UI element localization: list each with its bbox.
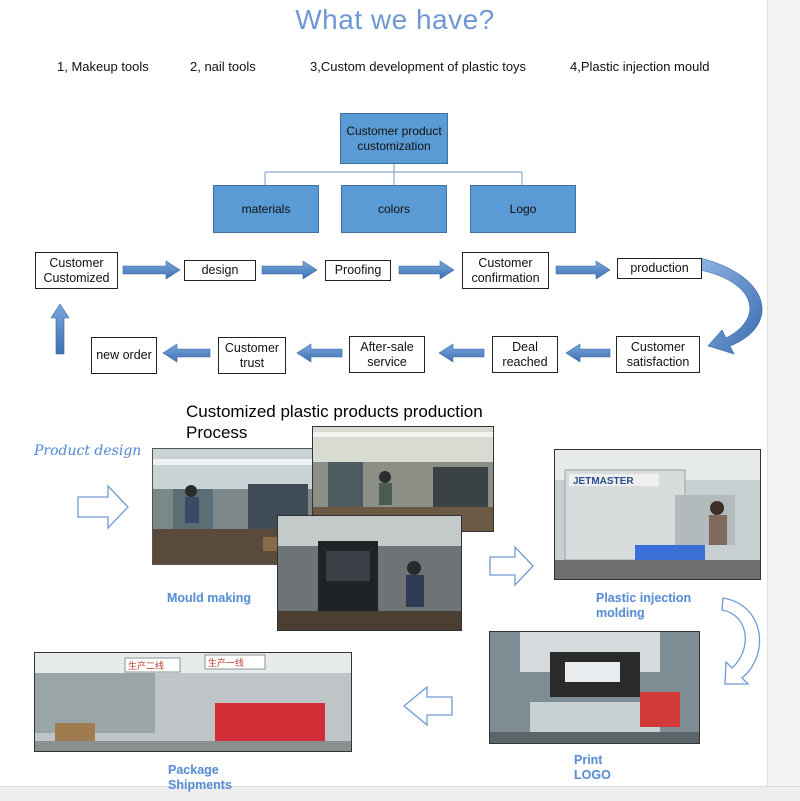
category-plastic-toys: 3,Custom development of plastic toys <box>310 59 527 74</box>
category-makeup-tools: 1, Makeup tools <box>57 59 149 74</box>
tree-connector-lines <box>264 164 523 185</box>
hollow-arrow-right-1 <box>77 484 129 530</box>
flow-deal-reached: Deal reached <box>492 336 558 373</box>
category-injection-mould: 4,Plastic injection mould <box>570 59 710 74</box>
photo-pad-printing <box>489 631 700 744</box>
page-title: What we have? <box>295 4 495 35</box>
flow-design: design <box>184 260 256 281</box>
flow-new-order: new order <box>91 337 157 374</box>
photo-cnc-machine <box>277 515 462 631</box>
step-product-design: Product design <box>34 443 142 459</box>
arrow-left-3 <box>296 343 343 363</box>
page-bottom-strip <box>0 786 800 801</box>
arrow-left-2 <box>438 343 485 363</box>
hollow-arrow-left <box>402 685 453 727</box>
customization-logo-box: Logo <box>470 185 576 233</box>
flow-after-sale-service: After-sale service <box>349 336 425 373</box>
customization-colors-box: colors <box>341 185 447 233</box>
process-arrows <box>77 484 761 727</box>
customization-materials-box: materials <box>213 185 319 233</box>
flow-connectors <box>50 164 763 363</box>
flow-production: production <box>617 258 702 279</box>
photo-injection-machine: JETMASTER <box>554 449 761 580</box>
flow-proofing: Proofing <box>325 260 391 281</box>
arrow-right-3 <box>398 260 455 280</box>
process-title: Customized plastic products production P… <box>186 402 483 442</box>
flow-customer-confirmation: Customer confirmation <box>462 252 549 289</box>
step-print-logo: Print LOGO <box>574 753 611 782</box>
flow-customer-satisfaction: Customer satisfaction <box>616 336 700 373</box>
step-plastic-injection: Plastic injection molding <box>596 591 692 620</box>
flow-customer-trust: Customer trust <box>218 337 286 374</box>
arrow-up <box>50 303 70 355</box>
photo-mould-workshop-2 <box>312 426 494 532</box>
customization-root-box: Customer product customization <box>340 113 448 164</box>
arrow-left-4 <box>162 343 211 363</box>
flow-customer-customized: Customer Customized <box>35 252 118 289</box>
step-mould-making: Mould making <box>167 591 252 605</box>
arrow-right-1 <box>122 260 181 280</box>
hollow-arrow-right-2 <box>489 545 534 587</box>
page-right-border <box>767 0 800 800</box>
step-package-shipments: Package Shipments <box>168 763 232 792</box>
machine-brand-label: JETMASTER <box>573 476 634 487</box>
hollow-arrow-curve <box>721 597 761 685</box>
photo-packaging-line: 生产二线 生产一线 <box>34 652 352 752</box>
arrow-right-4 <box>555 260 611 280</box>
production-line-sign-1: 生产一线 <box>208 657 244 669</box>
arrow-left-1 <box>565 343 611 363</box>
category-nail-tools: 2, nail tools <box>190 59 256 74</box>
production-line-sign-2: 生产二线 <box>128 660 164 672</box>
arrow-right-2 <box>261 260 318 280</box>
arrow-curve-down <box>699 257 763 355</box>
